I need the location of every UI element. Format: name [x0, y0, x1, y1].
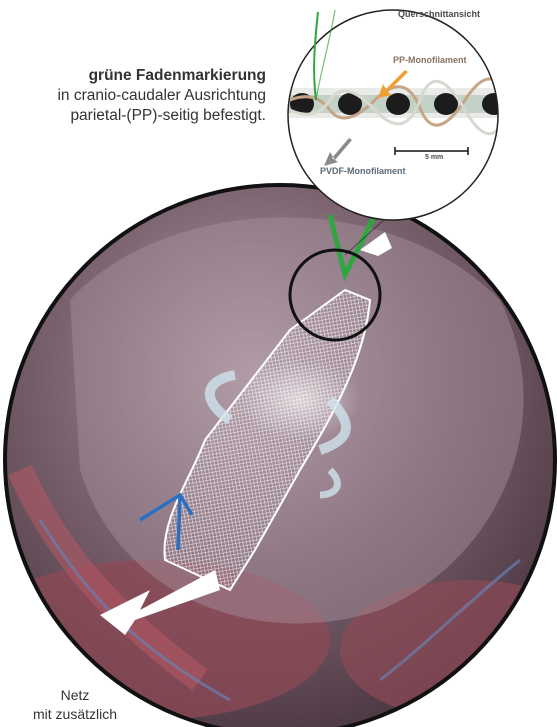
mesh-annotation: Netz mit zusätzlich	[0, 686, 150, 724]
cross-section-inset	[288, 10, 510, 220]
scale-label: 5 mm	[425, 154, 443, 161]
annotation-line-2: in cranio-caudaler Ausrichtung	[0, 86, 266, 106]
inset-heading: Querschnittansicht	[398, 9, 480, 19]
pp-label: PP-Monofilament	[393, 55, 467, 65]
annotation-title: grüne Fadenmarkierung	[89, 67, 266, 84]
annotation-line-3: parietal-(PP)-seitig befestigt.	[0, 106, 266, 126]
pvdf-label: PVDF-Monofilament	[320, 166, 406, 176]
mesh-annotation-line-1: Netz	[0, 686, 150, 705]
mesh-annotation-line-2: mit zusätzlich	[0, 705, 150, 724]
thread-marking-annotation: grüne Fadenmarkierung in cranio-caudaler…	[0, 66, 266, 126]
